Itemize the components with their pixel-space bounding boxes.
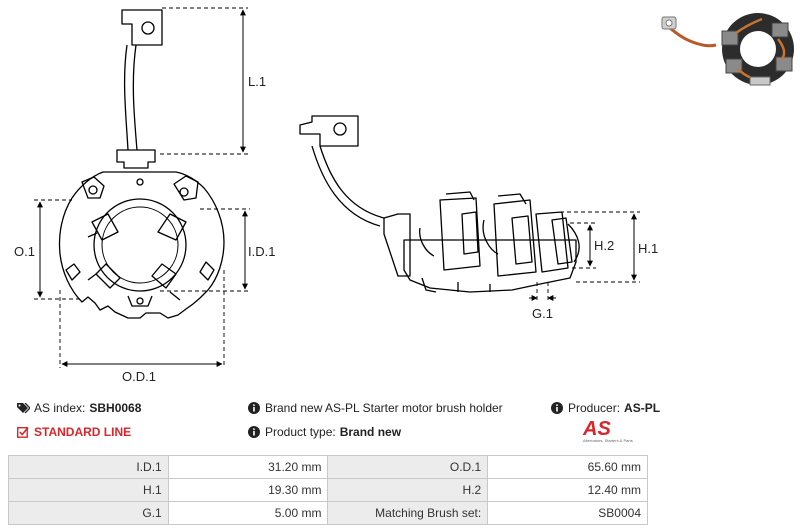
product-type-info: Product type: Brand new	[247, 425, 401, 439]
dim-label-o1: O.1	[14, 244, 35, 259]
info-icon	[247, 425, 261, 439]
spec-label: H.1	[8, 478, 169, 502]
info-icon	[550, 401, 564, 415]
logo-tagline: Alternators, Starters & Parts	[583, 438, 633, 443]
front-view	[58, 9, 225, 319]
spec-label: O.D.1	[327, 455, 489, 479]
tag-icon	[16, 401, 30, 415]
spec-label: G.1	[8, 501, 169, 525]
technical-drawing: L.1 O.1 I.D.1 O.D.1 H.1 H.2 G.1	[14, 7, 658, 384]
side-view	[299, 115, 580, 293]
dim-label-id1: I.D.1	[248, 244, 275, 259]
spec-value: 5.00 mm	[167, 501, 329, 525]
dim-label-h1: H.1	[638, 241, 658, 256]
producer-label: Producer:	[568, 401, 621, 415]
standard-line-info: STANDARD LINE	[16, 425, 131, 439]
spec-label: I.D.1	[8, 455, 169, 479]
as-index-value: SBH0068	[89, 401, 142, 415]
spec-value: 65.60 mm	[487, 455, 648, 479]
spec-value: 12.40 mm	[487, 478, 648, 502]
checkbox-icon	[16, 425, 30, 439]
spec-value: 31.20 mm	[167, 455, 329, 479]
logo-mark: AS	[583, 418, 611, 440]
matching-brush-set-value[interactable]: SB0004	[487, 501, 648, 525]
dim-label-g1: G.1	[532, 306, 553, 321]
info-icon	[247, 401, 261, 415]
dim-label-h2: H.2	[594, 238, 614, 253]
dim-label-l1: L.1	[248, 74, 266, 89]
description-info: Brand new AS-PL Starter motor brush hold…	[247, 401, 503, 415]
standard-line-label: STANDARD LINE	[34, 425, 132, 439]
as-index-info: AS index: SBH0068	[16, 401, 141, 415]
table-row: I.D.1 31.20 mm O.D.1 65.60 mm	[8, 455, 648, 479]
as-pl-logo: AS Alternators, Starters & Parts	[583, 418, 653, 446]
spec-label: Matching Brush set:	[327, 501, 489, 525]
table-row: G.1 5.00 mm Matching Brush set: SB0004	[8, 501, 648, 525]
spec-table: I.D.1 31.20 mm O.D.1 65.60 mm H.1 19.30 …	[8, 455, 648, 525]
product-type-label: Product type:	[265, 425, 336, 439]
spec-value: 19.30 mm	[167, 478, 329, 502]
spec-label: H.2	[327, 478, 489, 502]
product-type-value: Brand new	[339, 425, 402, 439]
table-row: H.1 19.30 mm H.2 12.40 mm	[8, 478, 648, 502]
producer-value: AS-PL	[624, 401, 661, 415]
producer-info: Producer: AS-PL	[550, 401, 660, 415]
product-photo-thumbnail	[661, 13, 794, 86]
product-description: Brand new AS-PL Starter motor brush hold…	[265, 401, 503, 415]
dim-label-od1: O.D.1	[122, 369, 156, 384]
as-index-label: AS index:	[34, 401, 86, 415]
